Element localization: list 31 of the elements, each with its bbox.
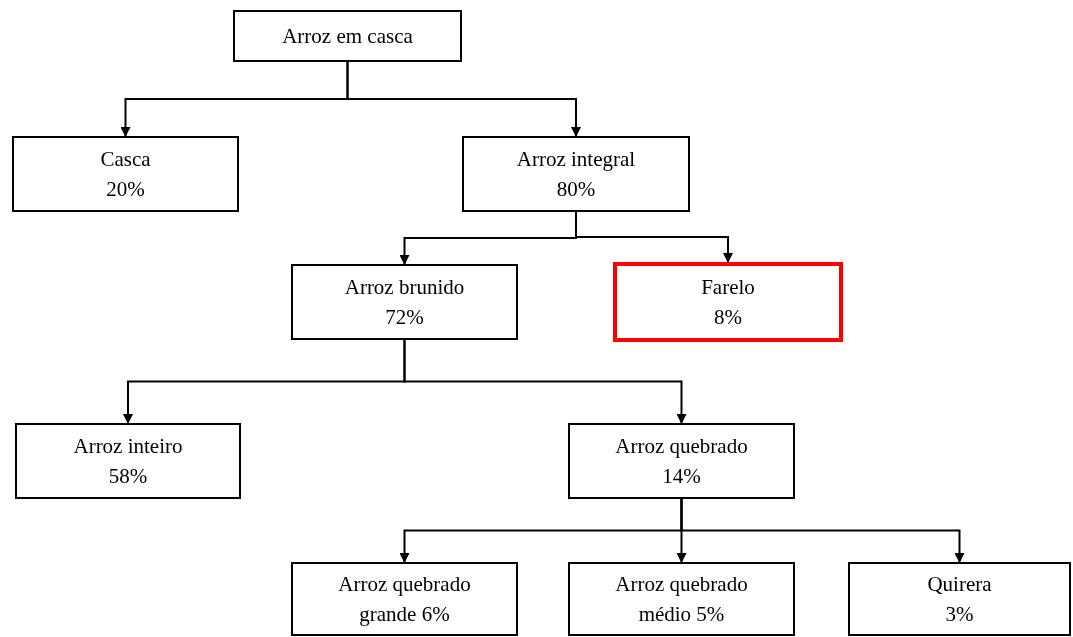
node-value: 20% <box>106 176 145 203</box>
process-box <box>15 423 241 499</box>
process-box <box>568 423 795 499</box>
node-label: Quirera <box>927 571 992 598</box>
node-label: Arroz integral <box>516 146 636 173</box>
process-box <box>848 562 1071 636</box>
node-label: Arroz quebrado <box>615 433 748 460</box>
node-value: 80% <box>556 176 596 203</box>
process-box <box>462 136 690 212</box>
node-value: 8% <box>714 304 742 331</box>
node-label: Arroz em casca <box>282 23 413 50</box>
arrow <box>403 339 687 424</box>
process-box <box>233 10 462 62</box>
node-label: Arroz inteiro <box>73 433 183 460</box>
node-value: 14% <box>662 463 701 490</box>
process-box <box>291 562 518 636</box>
process-box <box>12 136 239 212</box>
node-label: Arroz brunido <box>344 274 465 301</box>
node-label: Arroz quebrado grande 6% <box>337 571 472 628</box>
node-value: 3% <box>945 601 974 628</box>
node-value: 58% <box>108 463 148 490</box>
node-label: Arroz quebrado médio 5% <box>614 571 749 628</box>
process-box <box>568 562 795 636</box>
node-label: Casca <box>100 146 151 173</box>
node-label: Farelo <box>701 274 755 301</box>
process-box <box>613 262 843 342</box>
arrow <box>346 61 581 137</box>
arrow <box>575 211 733 263</box>
arrow <box>680 498 965 563</box>
process-box <box>291 264 518 340</box>
node-value: 72% <box>385 304 424 331</box>
